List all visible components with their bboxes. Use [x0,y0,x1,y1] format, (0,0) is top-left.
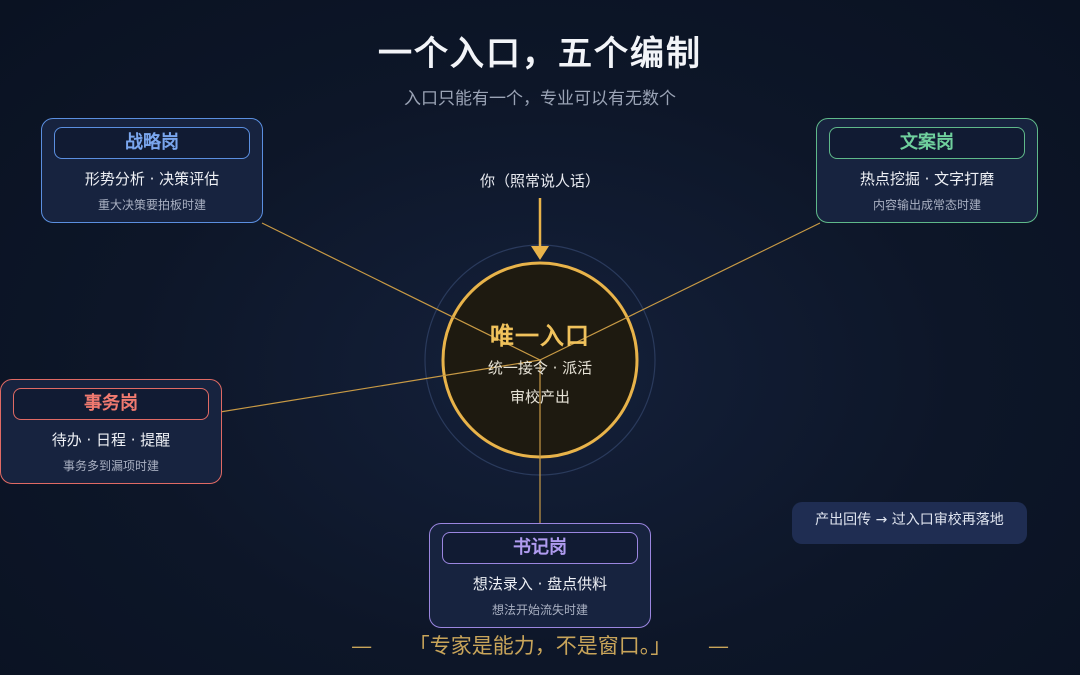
card-strategy-when: 重大决策要拍板时建 [97,198,206,212]
page-title: 一个入口，五个编制 [378,34,702,74]
card-secretary: 书记岗 想法录入 · 盘点供料 想法开始流失时建 [429,523,651,628]
card-copywriting-name: 文案岗 [829,127,1025,159]
card-copywriting-when: 内容输出成常态时建 [872,198,981,212]
quote-dash-left: — [351,634,373,658]
hub-title: 唯一入口 [490,322,590,350]
user-label: 你（照常说人话） [479,172,600,190]
card-secretary-when: 想法开始流失时建 [491,603,588,617]
card-strategy-name: 战略岗 [54,127,250,159]
return-note: 产出回传 → 过入口审校再落地 [792,502,1027,544]
closing-quote: — 「专家是能力，不是窗口。」 — [0,630,1080,660]
card-copywriting: 文案岗 热点挖掘 · 文字打磨 内容输出成常态时建 [816,118,1038,223]
card-affairs-when: 事务多到漏项时建 [62,459,159,473]
link-copywriting [539,222,821,361]
card-secretary-name: 书记岗 [442,532,638,564]
card-copywriting-duties: 热点挖掘 · 文字打磨 [859,170,995,188]
quote-text: 「专家是能力，不是窗口。」 [408,634,672,658]
card-affairs: 事务岗 待办 · 日程 · 提醒 事务多到漏项时建 [0,379,222,484]
card-secretary-duties: 想法录入 · 盘点供料 [472,575,608,593]
hub-node: 唯一入口 统一接令 · 派活 审校产出 [440,316,640,407]
card-strategy: 战略岗 形势分析 · 决策评估 重大决策要拍板时建 [41,118,263,223]
link-strategy [261,222,541,361]
card-strategy-duties: 形势分析 · 决策评估 [84,170,220,188]
card-affairs-name: 事务岗 [13,388,209,420]
quote-dash-right: — [707,634,729,658]
hub-line-1: 统一接令 · 派活 [487,359,593,377]
link-affairs [219,359,541,413]
user-arrowhead [531,246,549,260]
hub-line-2: 审校产出 [509,388,570,406]
page-subtitle: 入口只能有一个，专业可以有无数个 [404,89,676,109]
card-affairs-duties: 待办 · 日程 · 提醒 [51,431,171,449]
